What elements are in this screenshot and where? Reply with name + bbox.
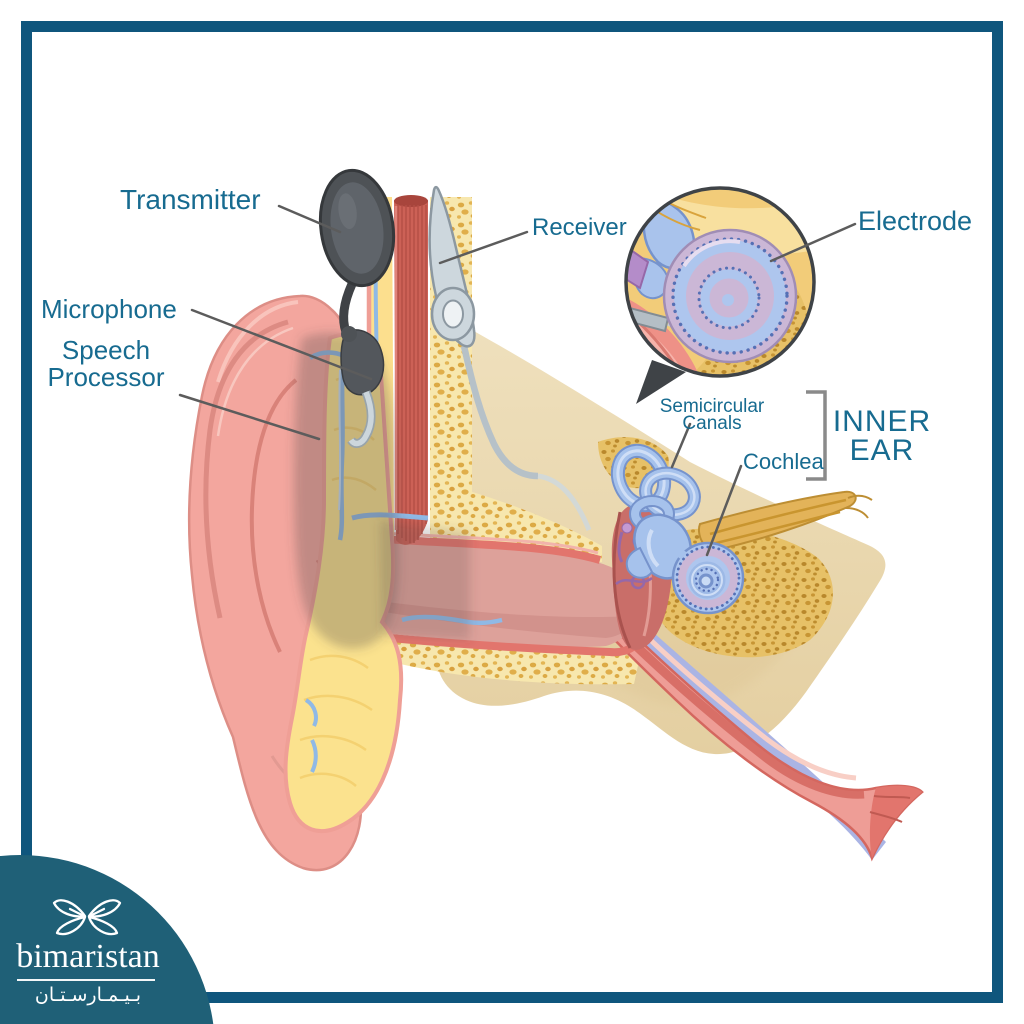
eardrum	[612, 511, 632, 649]
transmitter-leader-line	[277, 204, 342, 234]
speech-processor-label-line1: Speech	[61, 335, 151, 365]
cochlea-leader-line	[705, 464, 743, 557]
receiver-leader-line	[438, 230, 529, 265]
semicircular-canals	[610, 443, 701, 533]
cochlea-label: Cochlea	[743, 449, 824, 474]
inset-cochlea-spiral	[662, 228, 798, 364]
receiver-label: Receiver	[532, 214, 627, 241]
receiver-device	[428, 185, 592, 531]
vein	[304, 698, 318, 773]
semicircular-canals-label-line2: Canals	[682, 413, 742, 434]
speech-processor-leader-line	[178, 393, 321, 441]
logo-divider	[17, 979, 155, 981]
logo-name-arabic: بـيـمـارسـتـان	[34, 984, 142, 1006]
logo-name-latin: bimaristan	[16, 938, 160, 975]
inset-electrode-array-dots	[671, 237, 789, 355]
spongy-bone-below-canal	[374, 634, 640, 685]
inner-ear-label: INNER EAR	[831, 405, 933, 467]
butterfly-leaves-icon	[52, 899, 122, 936]
magnifier-inset	[624, 186, 816, 404]
semicircular-canals-leader-line	[670, 422, 692, 469]
speech-processor-unit	[340, 329, 385, 448]
electrode-wire	[460, 345, 539, 480]
inset-circle-border	[624, 186, 816, 378]
temporal-muscle	[394, 195, 428, 545]
speech-processor-label: Speech Processor	[34, 337, 178, 391]
electrode-label: Electrode	[858, 206, 973, 236]
electrode-leader-line	[769, 222, 857, 263]
inner-ear-label-line1: INNER	[832, 405, 932, 438]
microphone-leader-line	[190, 308, 373, 381]
inner-ear-bracket	[806, 390, 827, 481]
transmitter-label: Transmitter	[120, 184, 261, 215]
semicircular-canals-label-line1: Semicircular	[659, 396, 765, 417]
inset-pointer	[636, 360, 686, 404]
eustachian-tube	[570, 582, 924, 862]
semicircular-canals-label: Semicircular Canals	[652, 396, 772, 434]
transmitter-device	[318, 168, 396, 342]
inner-ear-label-line2: EAR	[849, 434, 915, 467]
speech-processor-label-line2: Processor	[47, 362, 165, 392]
microphone-label: Microphone	[41, 294, 177, 324]
